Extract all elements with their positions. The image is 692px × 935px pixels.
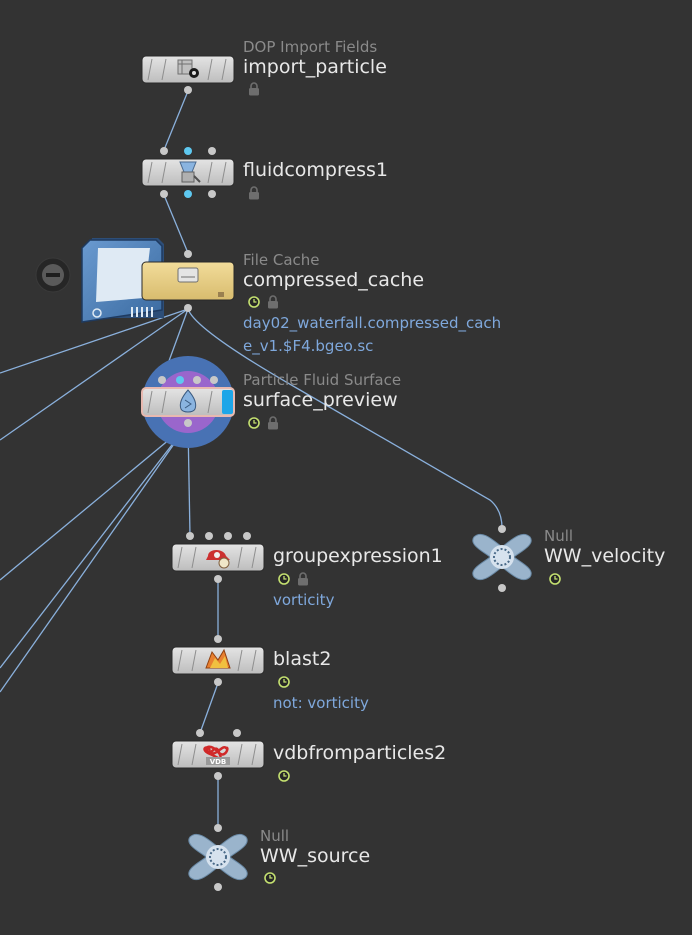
lock-icon[interactable] <box>248 82 260 96</box>
node-surface-preview[interactable] <box>141 356 279 448</box>
input-connector[interactable] <box>210 376 218 384</box>
wire-surface-offscreen-3[interactable] <box>0 423 189 693</box>
wire-blast-to-vdb[interactable] <box>199 682 219 734</box>
input-connector[interactable] <box>214 635 222 643</box>
wire-surface-offscreen-1[interactable] <box>0 423 189 581</box>
output-connector[interactable] <box>208 190 216 198</box>
fluid-compress-icon <box>179 161 201 183</box>
clock-icon[interactable] <box>278 573 290 585</box>
output-connector[interactable] <box>498 584 506 592</box>
node-name-label[interactable]: WW_source <box>260 845 371 867</box>
node-name-label[interactable]: WW_velocity <box>544 545 666 567</box>
vdb-icon-label: VDB <box>210 758 227 766</box>
node-ww-velocity[interactable] <box>471 525 561 592</box>
node-groupexpression1[interactable] <box>171 532 309 586</box>
node-vdbfromparticles2[interactable]: VDB <box>171 729 290 782</box>
output-connector[interactable] <box>214 575 222 583</box>
input-connector[interactable] <box>184 147 192 155</box>
node-stripes <box>147 390 213 414</box>
node-detail-text: not: vorticity <box>273 694 369 712</box>
node-type-label: DOP Import Fields <box>243 38 378 56</box>
wire-import-to-fluidcompress[interactable] <box>163 90 189 151</box>
node-name-label[interactable]: fluidcompress1 <box>243 159 388 181</box>
output-connector[interactable] <box>214 772 222 780</box>
wire-surface-offscreen-2[interactable] <box>0 423 189 669</box>
node-type-label: Particle Fluid Surface <box>243 371 402 389</box>
node-ww-source[interactable] <box>187 824 276 891</box>
null-node-shape[interactable] <box>187 833 249 881</box>
lock-icon[interactable] <box>267 416 279 430</box>
lock-icon[interactable] <box>248 186 260 200</box>
input-connector[interactable] <box>196 729 204 737</box>
disk-icon <box>177 267 199 283</box>
clock-icon[interactable] <box>278 676 290 688</box>
node-stripes <box>147 161 227 184</box>
node-type-label: Null <box>260 827 290 845</box>
node-fluidcompress1[interactable] <box>141 147 260 200</box>
wires <box>0 90 503 828</box>
file-drive-icon <box>81 238 164 324</box>
output-connector[interactable] <box>160 190 168 198</box>
group-expression-icon <box>206 550 230 569</box>
input-connector[interactable] <box>224 532 232 540</box>
node-stripes <box>177 743 257 766</box>
node-stripes <box>147 58 227 81</box>
vdb-icon: VDB <box>203 745 230 766</box>
blast-icon <box>205 648 231 669</box>
node-stripes <box>177 649 257 672</box>
node-detail-path: day02_waterfall.compressed_cach <box>243 314 502 332</box>
null-node-shape[interactable] <box>471 533 533 581</box>
clock-icon[interactable] <box>549 573 561 585</box>
wire-fluidcompress-to-cache[interactable] <box>163 194 189 254</box>
clock-icon[interactable] <box>264 872 276 884</box>
input-connector[interactable] <box>186 532 194 540</box>
node-name-label[interactable]: vdbfromparticles2 <box>273 742 447 764</box>
node-type-label: Null <box>544 527 574 545</box>
input-connector[interactable] <box>160 147 168 155</box>
node-detail-path: e_v1.$F4.bgeo.sc <box>243 337 374 355</box>
node-name-label[interactable]: import_particle <box>243 56 387 78</box>
cache-indicator <box>218 292 224 297</box>
node-name-label[interactable]: blast2 <box>273 648 332 670</box>
node-name-label[interactable]: surface_preview <box>243 389 398 411</box>
clock-icon[interactable] <box>248 296 260 308</box>
output-connector[interactable] <box>184 86 192 94</box>
bypass-minus-icon[interactable] <box>35 257 71 293</box>
output-connector[interactable] <box>214 883 222 891</box>
fluid-surface-icon <box>179 389 197 413</box>
output-connector[interactable] <box>184 304 192 312</box>
node-name-label[interactable]: groupexpression1 <box>273 545 443 567</box>
node-import-particle[interactable] <box>141 55 260 96</box>
node-compressed-cache[interactable] <box>35 238 279 324</box>
clock-icon[interactable] <box>278 770 290 782</box>
node-type-label: File Cache <box>243 251 320 269</box>
node-detail-text: vorticity <box>273 591 335 609</box>
input-connector[interactable] <box>214 824 222 832</box>
input-connector[interactable] <box>205 532 213 540</box>
input-connector[interactable] <box>233 729 241 737</box>
output-connector[interactable] <box>214 678 222 686</box>
input-connector[interactable] <box>158 376 166 384</box>
dop-import-icon <box>177 59 199 78</box>
display-flag[interactable] <box>222 390 233 414</box>
lock-icon[interactable] <box>297 572 309 586</box>
node-blast2[interactable] <box>171 635 290 688</box>
wire-cache-offscreen-1[interactable] <box>0 308 189 374</box>
input-connector[interactable] <box>193 376 201 384</box>
input-connector[interactable] <box>176 376 184 384</box>
output-connector[interactable] <box>184 419 192 427</box>
lock-icon[interactable] <box>267 295 279 309</box>
wire-cache-to-ww-velocity[interactable] <box>187 308 503 529</box>
node-name-label[interactable]: compressed_cache <box>243 269 425 291</box>
input-connector[interactable] <box>208 147 216 155</box>
input-connector[interactable] <box>243 532 251 540</box>
clock-icon[interactable] <box>248 417 260 429</box>
input-connector[interactable] <box>498 525 506 533</box>
node-stripes <box>177 546 257 569</box>
wire-cache-offscreen-2[interactable] <box>0 308 189 441</box>
input-connector[interactable] <box>184 250 192 258</box>
output-connector[interactable] <box>184 190 192 198</box>
